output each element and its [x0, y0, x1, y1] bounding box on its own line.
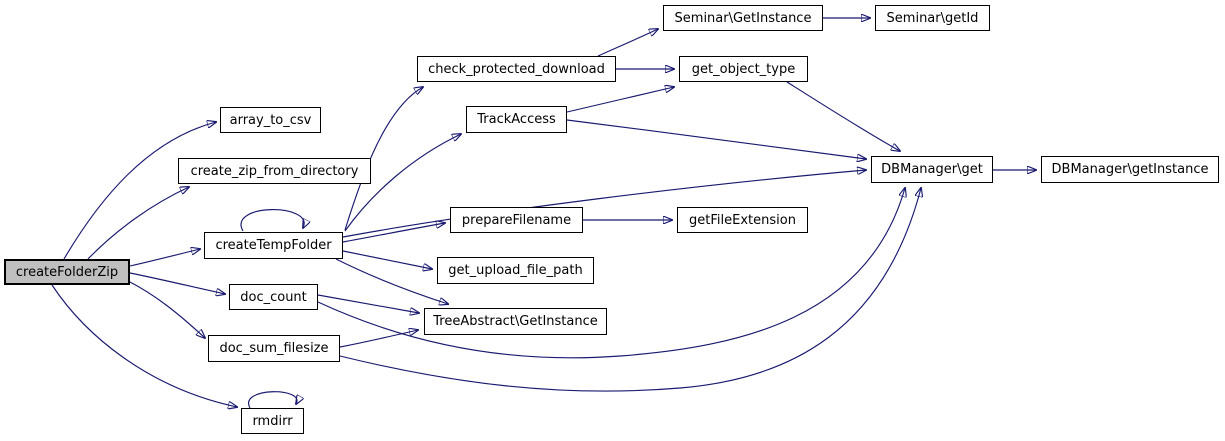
node-label: createFolderZip	[15, 264, 119, 280]
node-createFolderZip[interactable]: createFolderZip	[4, 259, 130, 285]
edge-createTempFolder-to-get_upload_file_path	[342, 250, 432, 269]
edge-check_protected_download-to-Seminar_GetInstance	[597, 29, 658, 57]
node-get_object_type[interactable]: get_object_type	[679, 56, 808, 82]
edge-createFolderZip-to-create_zip_from_directory	[87, 187, 189, 260]
edge-createTempFolder-to-TreeAbstract_GetInstance	[335, 258, 448, 304]
node-doc_count[interactable]: doc_count	[229, 284, 318, 310]
edge-doc_sum_filesize-to-DBManager_get	[339, 188, 921, 392]
node-label: get_upload_file_path	[448, 263, 583, 278]
node-label: doc_count	[240, 289, 307, 305]
node-check_protected_download[interactable]: check_protected_download	[417, 56, 616, 82]
node-Seminar_GetInstance[interactable]: Seminar\GetInstance	[663, 5, 823, 31]
edge-createFolderZip-to-doc_sum_filesize	[127, 280, 205, 338]
node-DBManager_getInstance[interactable]: DBManager\getInstance	[1041, 156, 1219, 183]
node-TreeAbstract_GetInstance[interactable]: TreeAbstract\GetInstance	[424, 308, 607, 335]
edge-doc_count-to-TreeAbstract_GetInstance	[317, 294, 419, 313]
edge-createTempFolder-self-loop	[240, 209, 304, 232]
edge-rmdirr-self-loop	[248, 391, 297, 409]
node-doc_sum_filesize[interactable]: doc_sum_filesize	[208, 335, 340, 362]
node-label: DBManager\getInstance	[1051, 162, 1209, 177]
edge-createFolderZip-to-rmdirr	[51, 284, 237, 407]
node-label: array_to_csv	[229, 112, 312, 128]
node-label: Seminar\GetInstance	[674, 10, 812, 26]
node-label: getFileExtension	[689, 212, 796, 228]
edge-doc_count-to-DBManager_get	[317, 188, 905, 359]
node-label: get_object_type	[691, 61, 796, 77]
edge-createFolderZip-to-createTempFolder	[129, 249, 200, 267]
edge-TrackAccess-to-DBManager_get	[566, 119, 866, 159]
node-label: createTempFolder	[215, 238, 332, 253]
node-label: Seminar\getId	[886, 10, 979, 26]
edge-createTempFolder-to-TrackAccess	[344, 134, 461, 232]
edge-createFolderZip-to-doc_count	[129, 272, 225, 294]
node-label: rmdirr	[252, 413, 293, 429]
node-DBManager_get[interactable]: DBManager\get	[871, 156, 993, 183]
node-label: create_zip_from_directory	[190, 163, 359, 179]
edge-createFolderZip-to-array_to_csv	[63, 122, 216, 260]
node-rmdirr[interactable]: rmdirr	[241, 408, 304, 434]
node-label: check_protected_download	[428, 61, 605, 77]
node-label: TreeAbstract\GetInstance	[433, 314, 598, 329]
edge-doc_sum_filesize-to-TreeAbstract_GetInstance	[339, 330, 418, 348]
node-label: doc_sum_filesize	[219, 341, 329, 356]
edge-TrackAccess-to-get_object_type	[566, 87, 674, 113]
node-get_upload_file_path[interactable]: get_upload_file_path	[437, 257, 594, 284]
node-TrackAccess[interactable]: TrackAccess	[466, 106, 567, 133]
edge-createTempFolder-to-check_protected_download	[344, 87, 423, 231]
node-prepareFilename[interactable]: prepareFilename	[450, 207, 583, 233]
edge-createTempFolder-to-DBManager_get	[342, 170, 866, 238]
node-label: TrackAccess	[477, 112, 556, 127]
node-create_zip_from_directory[interactable]: create_zip_from_directory	[178, 158, 371, 184]
node-label: prepareFilename	[461, 212, 572, 228]
node-label: DBManager\get	[881, 162, 983, 177]
node-getFileExtension[interactable]: getFileExtension	[677, 207, 808, 233]
edge-createTempFolder-to-prepareFilename	[342, 223, 445, 243]
edge-get_object_type-to-DBManager_get	[786, 81, 900, 151]
node-Seminar_getId[interactable]: Seminar\getId	[875, 5, 990, 31]
node-createTempFolder[interactable]: createTempFolder	[204, 232, 343, 259]
node-array_to_csv[interactable]: array_to_csv	[220, 107, 321, 133]
